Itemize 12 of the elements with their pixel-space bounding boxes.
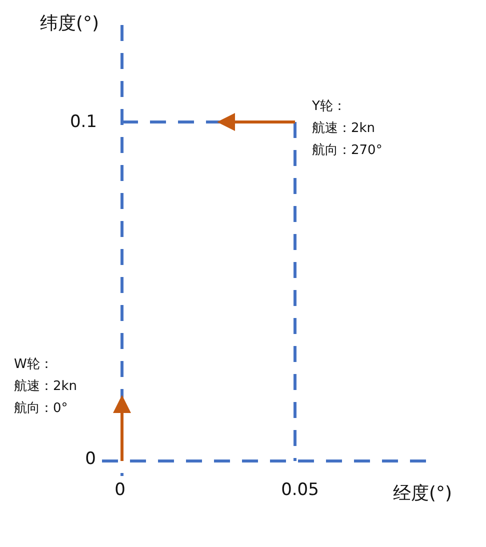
tick-label: 0 <box>85 450 96 470</box>
ship-label: W轮： <box>14 358 53 373</box>
tick-label: 0.05 <box>281 481 319 501</box>
heading-label: 航向：270° <box>312 144 382 159</box>
ship-label: Y轮： <box>312 100 346 115</box>
speed-label: 航速：2kn <box>14 380 78 395</box>
speed-label: 航速：2kn <box>312 122 376 137</box>
axis-title: 经度(°) <box>393 484 452 505</box>
heading-label: 航向：0° <box>14 402 68 417</box>
tick-label: 0.1 <box>70 113 97 133</box>
tick-label: 0 <box>114 481 126 501</box>
axis-title: 纬度(°) <box>40 14 100 35</box>
